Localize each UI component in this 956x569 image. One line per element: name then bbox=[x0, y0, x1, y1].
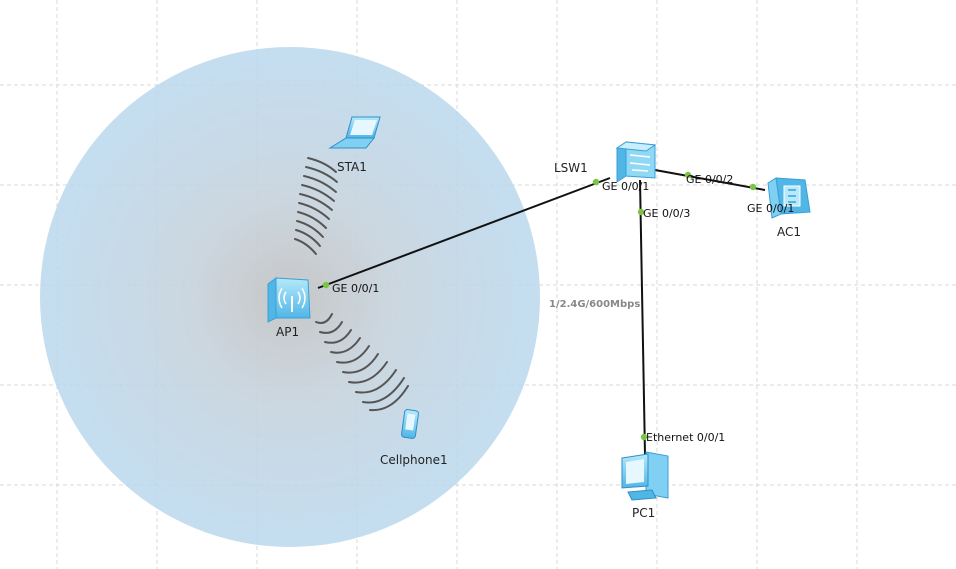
port-dots bbox=[322, 171, 757, 441]
wifi-link-annotation: 1/2.4G/600Mbps bbox=[549, 299, 640, 310]
link-ap1-lsw1[interactable] bbox=[317, 177, 611, 289]
access-controller-icon bbox=[767, 177, 811, 219]
device-label-lsw1: LSW1 bbox=[554, 161, 588, 175]
switch-icon bbox=[615, 141, 657, 183]
wifi-signal-cellphone1 bbox=[315, 313, 409, 412]
link-lsw1-ac1[interactable] bbox=[654, 169, 766, 191]
device-label-sta1: STA1 bbox=[337, 160, 367, 174]
port-dot-ac1 bbox=[749, 183, 757, 191]
device-label-pc1: PC1 bbox=[632, 506, 655, 520]
device-ap1[interactable]: AP1 bbox=[267, 277, 311, 339]
device-label-cellphone1: Cellphone1 bbox=[380, 453, 448, 467]
device-cellphone1[interactable]: Cellphone1 bbox=[380, 409, 448, 467]
device-label-ac1: AC1 bbox=[777, 225, 801, 239]
port-dot-lsw1-ge001 bbox=[592, 178, 600, 186]
device-label-ap1: AP1 bbox=[276, 325, 299, 339]
port-label-lsw1-ge002: GE 0/0/2 bbox=[686, 173, 733, 186]
link-lsw1-pc1[interactable] bbox=[639, 179, 646, 456]
wifi-signal-sta1 bbox=[294, 157, 338, 255]
device-sta1[interactable]: STA1 bbox=[328, 116, 381, 174]
port-dot-lsw1-ge002 bbox=[684, 171, 692, 179]
cellphone-icon bbox=[401, 409, 419, 439]
device-ac1[interactable]: AC1 bbox=[767, 177, 811, 239]
port-dot-pc1 bbox=[640, 433, 648, 441]
desktop-pc-icon bbox=[621, 451, 669, 501]
device-lsw1[interactable]: LSW1 bbox=[554, 141, 657, 183]
access-point-icon bbox=[267, 277, 311, 323]
laptop-icon bbox=[328, 116, 381, 149]
port-label-lsw1-ge003: GE 0/0/3 bbox=[643, 207, 690, 220]
port-dot-ap1 bbox=[322, 281, 330, 289]
port-label-ac1-ge001: GE 0/0/1 bbox=[747, 202, 794, 215]
device-pc1[interactable]: PC1 bbox=[621, 451, 669, 520]
port-label-pc1-eth001: Ethernet 0/0/1 bbox=[646, 431, 725, 444]
port-label-ap1-ge001: GE 0/0/1 bbox=[332, 282, 379, 295]
port-label-lsw1-ge001: GE 0/0/1 bbox=[602, 180, 649, 193]
port-dot-lsw1-ge003 bbox=[637, 208, 645, 216]
links bbox=[317, 169, 766, 456]
